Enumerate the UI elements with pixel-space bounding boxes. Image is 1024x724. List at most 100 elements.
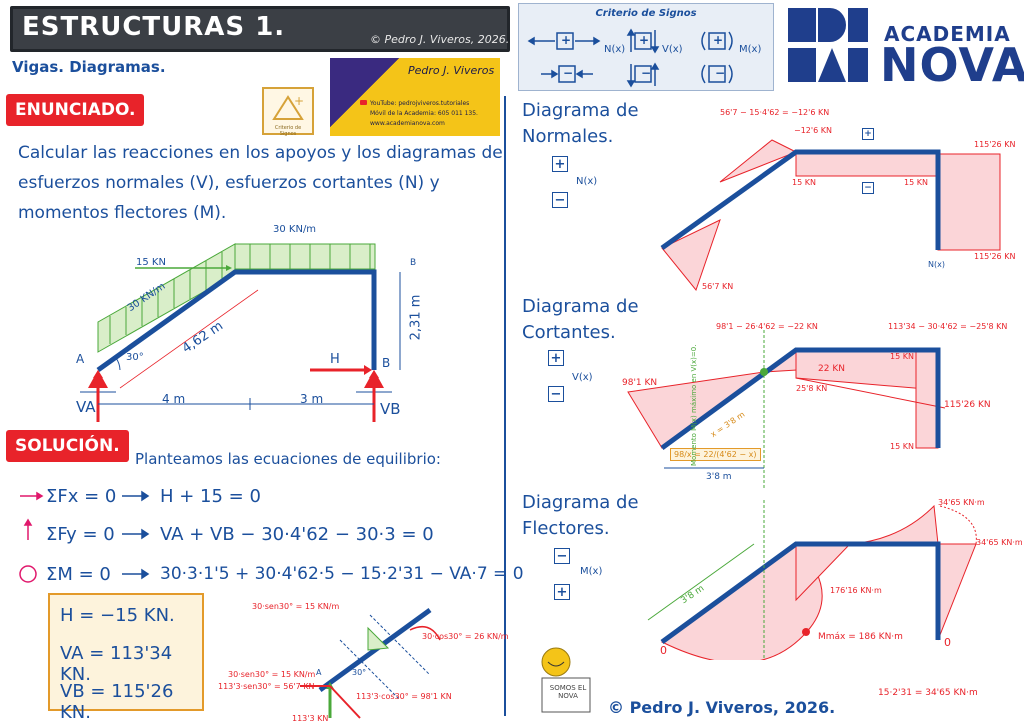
- decomp-angle: 30°: [352, 668, 367, 677]
- solution-badge: SOLUCIÓN.: [6, 430, 129, 462]
- solution-intro: Planteamos las ecuaciones de equilibrio:: [135, 450, 441, 468]
- footer-copyright: © Pedro J. Viveros, 2026.: [608, 698, 836, 717]
- decomp-t1: 30·sen30° = 15 KN/m: [252, 602, 340, 611]
- eq1-lhs: ΣFx = 0: [46, 486, 117, 507]
- vb-label: VB: [380, 400, 401, 418]
- criteria-title: Criterio de Signos: [595, 8, 697, 19]
- eq1-rhs: H + 15 = 0: [160, 486, 261, 507]
- equation-arrows: [19, 490, 150, 583]
- va-label: VA: [76, 398, 96, 416]
- moments-diagram: [647, 500, 977, 660]
- eq3-lhs: ΣM = 0: [46, 564, 111, 585]
- decomp-t2: 30·cos30° = 26 KN/m: [422, 632, 509, 641]
- normals-v3: 15 KN: [904, 178, 928, 187]
- normals-nx: N(x): [928, 260, 945, 269]
- moments-sign-plus: +: [554, 584, 570, 600]
- decomp-t6: 113'3 KN: [292, 714, 329, 723]
- moments-v4: Mmáx = 186 KN·m: [818, 632, 903, 642]
- page-title: ESTRUCTURAS 1.: [22, 12, 286, 42]
- results-box: H = −15 KN. VA = 113'34 KN. VB = 115'26 …: [48, 593, 204, 723]
- minus-sign: −: [563, 66, 574, 80]
- normals-title-2: Normales.: [522, 126, 614, 147]
- mascot-sign: SOMOS EL NOVA: [549, 684, 587, 700]
- span1-label: 4 m: [162, 392, 186, 406]
- decomp-t4: 113'3·sen30° = 56'7 KN: [218, 682, 315, 691]
- promo-banner[interactable]: Pedro J. Viveros YouTube: pedrojviveros.…: [330, 58, 500, 136]
- shears-calc1: 98'1 − 26·4'62 = −22 KN: [716, 322, 818, 331]
- shears-ratio: 98/x = 22/(4'62 − x): [670, 448, 761, 461]
- normals-beam-plus: +: [862, 128, 874, 140]
- load-decomposition-diagram: [300, 607, 441, 719]
- minus-sign-v: −: [641, 66, 652, 80]
- criteria-n-label: N(x): [604, 44, 626, 55]
- shears-calc2: 113'34 − 30·4'62 = −25'8 KN: [888, 322, 1008, 331]
- normals-sign-minus: −: [552, 192, 568, 208]
- moments-title-1: Diagrama de: [522, 492, 639, 513]
- b-top-label: B: [410, 258, 417, 268]
- promo-signature: Pedro J. Viveros: [408, 64, 495, 77]
- statement-badge: ENUNCIADO.: [6, 94, 145, 126]
- normals-beam-minus: −: [862, 182, 874, 194]
- decomp-a: A: [316, 668, 322, 677]
- promo-youtube: YouTube: pedrojviveros.tutoriales: [370, 100, 470, 107]
- normals-v4: 115'26 KN: [974, 140, 1016, 149]
- h-label: H: [330, 352, 340, 367]
- decomp-t5: 113'3·cos30° = 98'1 KN: [356, 692, 452, 701]
- eq2-lhs: ΣFy = 0: [46, 524, 115, 545]
- academia-nova-logo-icon: [788, 8, 868, 82]
- logo-academia: ACADEMIA: [884, 22, 1011, 46]
- promo-background: [330, 58, 500, 136]
- shears-vline-note: Momento M(x) máximo en V(x)=0.: [690, 344, 698, 466]
- normals-diagram: [660, 139, 1001, 292]
- load-top-label: 30 KN/m: [273, 224, 317, 235]
- span2-label: 3 m: [300, 392, 324, 406]
- seal-caption: Criterio de Signos: [274, 125, 302, 137]
- normals-v5: 115'26 KN: [974, 252, 1016, 261]
- shears-v6: 115'26 KN: [944, 400, 991, 410]
- moments-zero-right: 0: [944, 636, 951, 649]
- plus-sign: +: [561, 33, 572, 47]
- column-divider: [504, 96, 506, 716]
- shears-v3: 25'8 KN: [796, 384, 828, 393]
- shears-v5: 15 KN: [890, 442, 914, 451]
- problem-structure-diagram: [80, 243, 401, 422]
- result-vb: VB = 115'26 KN.: [60, 681, 174, 723]
- decomp-t3: 30·sen30° = 15 KN/m: [228, 670, 316, 679]
- shears-dist: 3'8 m: [706, 472, 732, 482]
- result-va: VA = 113'34 KN.: [60, 643, 173, 685]
- logo-nova: NOVA: [880, 38, 1024, 92]
- promo-phone: Móvil de la Academia: 605 011 135.: [370, 110, 478, 117]
- mascot-icon: [541, 647, 591, 713]
- normals-n-label: N(x): [576, 176, 598, 187]
- normals-title-1: Diagrama de: [522, 100, 639, 121]
- plus-sign-v: +: [639, 33, 650, 47]
- normals-v1: −12'6 KN: [794, 126, 832, 135]
- shears-diagram: [627, 330, 946, 490]
- sign-criteria-panel: Criterio de Signos N(x) V(x) M(x) + − + …: [518, 3, 774, 91]
- shears-v2: 22 KN: [818, 364, 845, 374]
- shears-v4: 15 KN: [890, 352, 914, 361]
- moments-calc: 15·2'31 = 34'65 KN·m: [878, 688, 978, 698]
- shears-title-2: Cortantes.: [522, 322, 616, 343]
- shears-sign-minus: −: [548, 386, 564, 402]
- moments-zero-left: 0: [660, 644, 667, 657]
- eq2-rhs: VA + VB − 30·4'62 − 30·3 = 0: [160, 524, 434, 545]
- angle-label: 30°: [126, 352, 144, 363]
- moments-v1: 34'65 KN·m: [938, 498, 985, 507]
- moments-title-2: Flectores.: [522, 518, 610, 539]
- title-bar: [10, 6, 510, 52]
- page-subtitle: Vigas. Diagramas.: [12, 58, 166, 76]
- normals-sign-plus: +: [552, 156, 568, 172]
- a-label: A: [76, 352, 85, 366]
- shears-v1: 98'1 KN: [622, 378, 658, 388]
- moments-v3: 176'16 KN·m: [830, 586, 882, 595]
- youtube-icon: [360, 100, 367, 105]
- result-h: H = −15 KN.: [60, 605, 175, 626]
- normals-v6: 56'7 KN: [702, 282, 734, 291]
- svg-text:+: +: [294, 94, 304, 108]
- point-load-label: 15 KN: [136, 257, 166, 268]
- shears-sign-plus: +: [548, 350, 564, 366]
- criteria-v-label: V(x): [662, 44, 683, 55]
- statement-text: Calcular las reacciones en los apoyos y …: [18, 143, 503, 223]
- criteria-m-label: M(x): [739, 44, 762, 55]
